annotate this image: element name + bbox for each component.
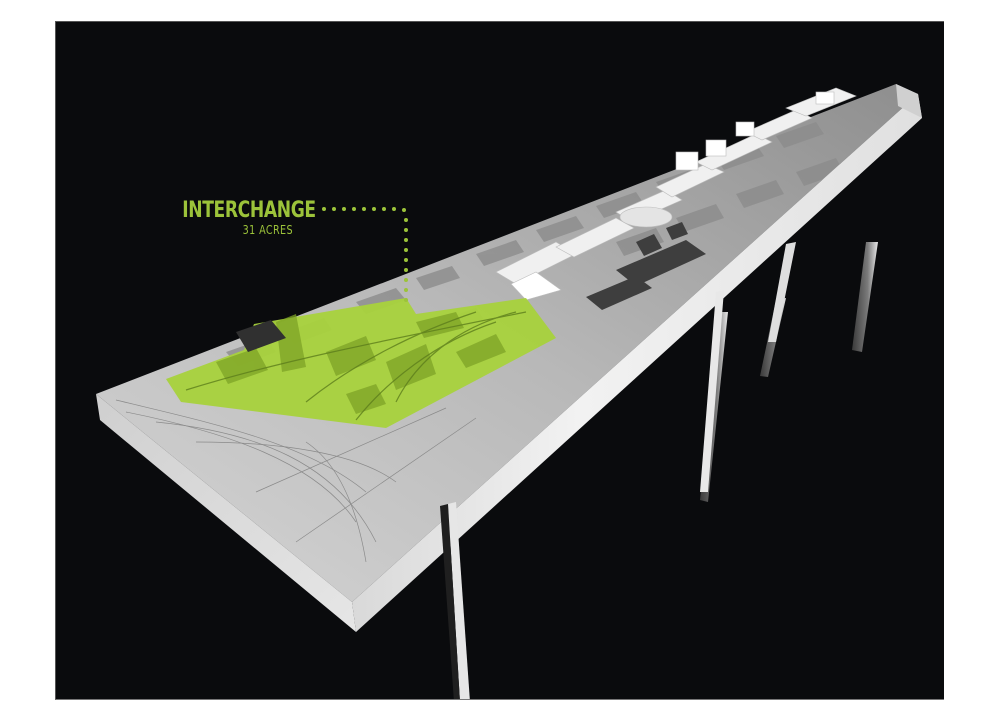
table-rim-left — [96, 394, 356, 632]
model-buildings-dark — [586, 222, 706, 310]
callout-subtitle: 31 ACRES — [242, 223, 293, 237]
callout-title: INTERCHANGE — [182, 198, 316, 223]
site-plan-lines — [115, 399, 477, 563]
table-rim-front — [352, 94, 922, 632]
interchange-highlight-zone — [166, 298, 556, 428]
interchange-callout: INTERCHANGE 31 ACRES — [151, 198, 316, 238]
photo-frame: INTERCHANGE 31 ACRES — [55, 21, 944, 700]
table-rim-far — [896, 84, 922, 118]
callout-leader-dots — [322, 207, 408, 302]
model-buildings-white — [495, 87, 857, 301]
table-legs-front — [440, 242, 796, 699]
architectural-model-illustration — [96, 84, 922, 699]
